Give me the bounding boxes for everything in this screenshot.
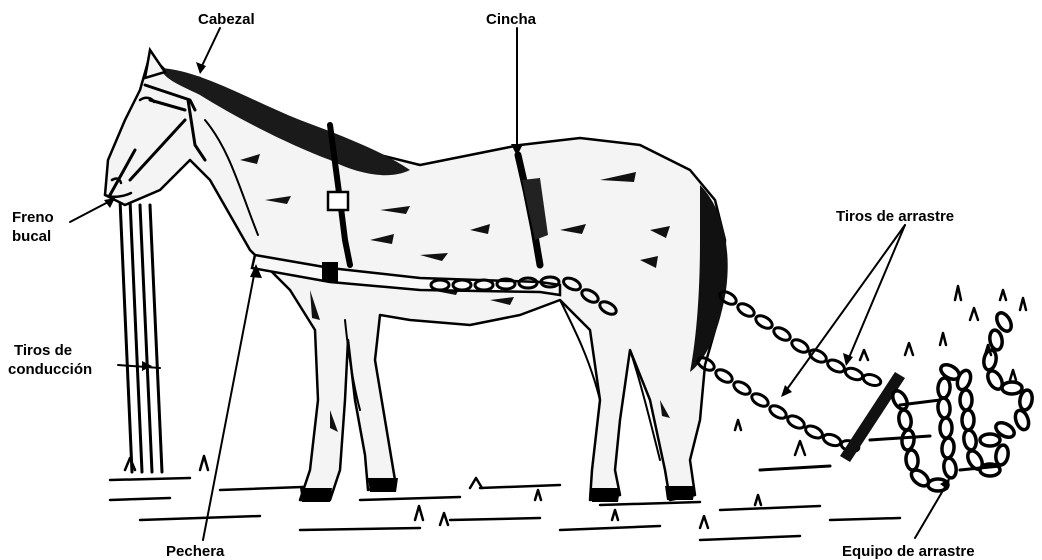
ground <box>110 286 1026 540</box>
driving-lines <box>118 200 162 472</box>
label-pechera: Pechera <box>166 543 225 560</box>
label-freno-line1: Freno <box>12 209 54 226</box>
label-cabezal: Cabezal <box>198 11 255 28</box>
label-tiros-conduccion-line1: Tiros de <box>14 342 72 359</box>
label-tiros-arrastre: Tiros de arrastre <box>836 208 954 225</box>
label-tiros-conduccion-line2: conducción <box>8 361 92 378</box>
label-cincha: Cincha <box>486 11 537 28</box>
horse <box>105 50 728 502</box>
label-freno-line2: bucal <box>12 228 51 245</box>
label-equipo-arrastre: Equipo de arrastre <box>842 543 975 560</box>
